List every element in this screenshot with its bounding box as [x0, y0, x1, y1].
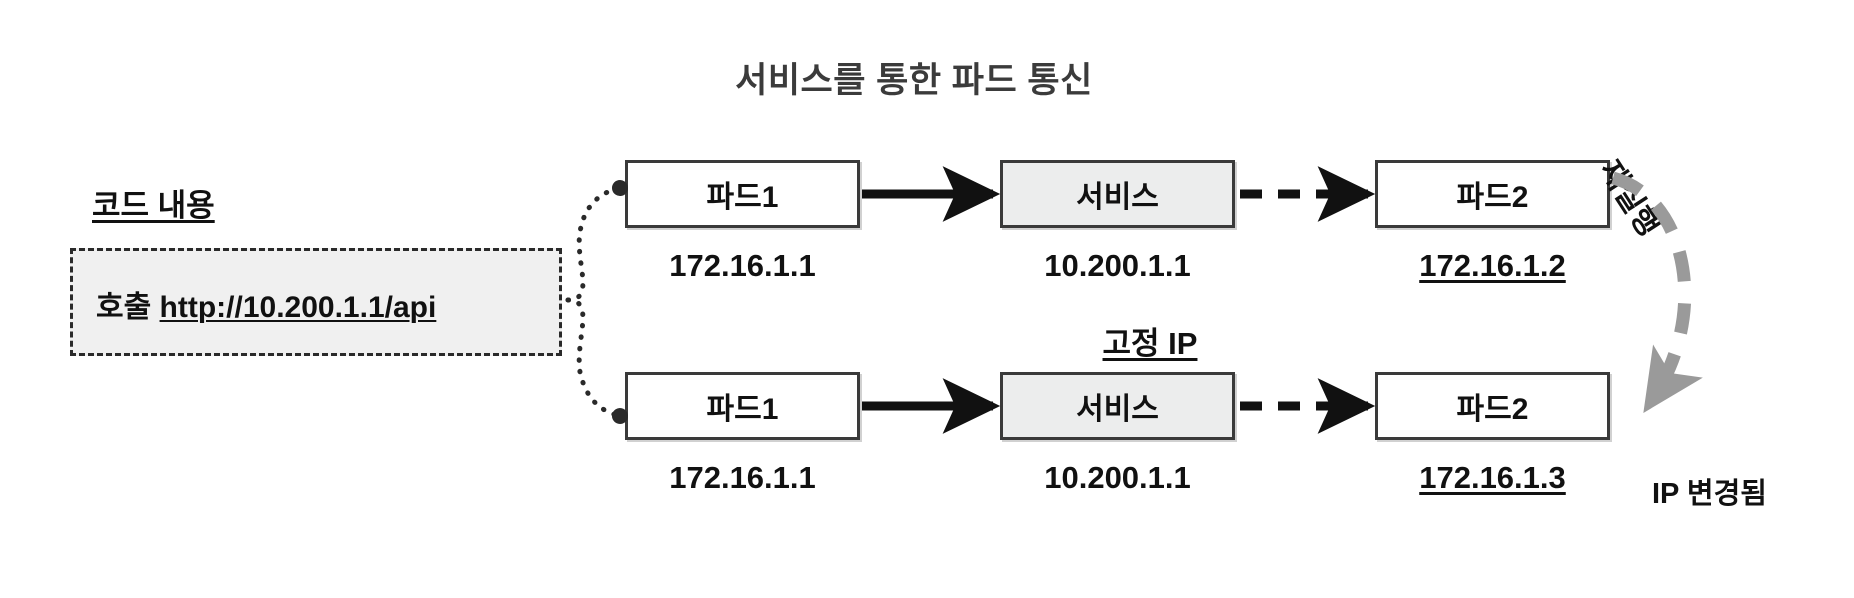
- ip-label-pod2-bottom: 172.16.1.3: [1419, 460, 1566, 495]
- node-pod1-top[interactable]: 파드1: [625, 160, 860, 228]
- node-service-bottom[interactable]: 서비스: [1000, 372, 1235, 440]
- node-pod1-bottom[interactable]: 파드1: [625, 372, 860, 440]
- code-call-keyword: 호출: [96, 291, 152, 324]
- ip-label-pod2-top: 172.16.1.2: [1419, 248, 1566, 283]
- ip-label-service-bottom: 10.200.1.1: [1044, 460, 1191, 495]
- ip-label-pod1-top: 172.16.1.1: [669, 248, 816, 283]
- connector-code-to-pod1-bottom: [565, 297, 629, 425]
- node-label: 파드2: [1456, 181, 1529, 214]
- node-label: 파드1: [706, 181, 779, 214]
- node-pod2-top[interactable]: 파드2: [1375, 160, 1610, 228]
- node-label: 서비스: [1076, 393, 1159, 426]
- code-panel-box: [70, 248, 562, 356]
- node-label: 파드2: [1456, 393, 1529, 426]
- connector-code-to-pod1-top: [565, 179, 629, 303]
- ip-label-pod1-bottom: 172.16.1.1: [669, 460, 816, 495]
- node-pod2-bottom[interactable]: 파드2: [1375, 372, 1610, 440]
- code-url: http://10.200.1.1/api: [159, 291, 437, 324]
- node-service-top[interactable]: 서비스: [1000, 160, 1235, 228]
- ip-label-service-top: 10.200.1.1: [1044, 248, 1191, 283]
- node-label: 파드1: [706, 393, 779, 426]
- code-panel-line: 호출 http://10.200.1.1/api: [96, 282, 436, 326]
- ip-changed-note: IP 변경됨: [1652, 478, 1767, 510]
- node-label: 서비스: [1076, 181, 1159, 214]
- fixed-ip-label: 고정 IP: [1102, 326, 1198, 361]
- code-panel-heading: 코드 내용: [92, 188, 215, 223]
- page-title: 서비스를 통한 파드 통신: [735, 61, 1093, 100]
